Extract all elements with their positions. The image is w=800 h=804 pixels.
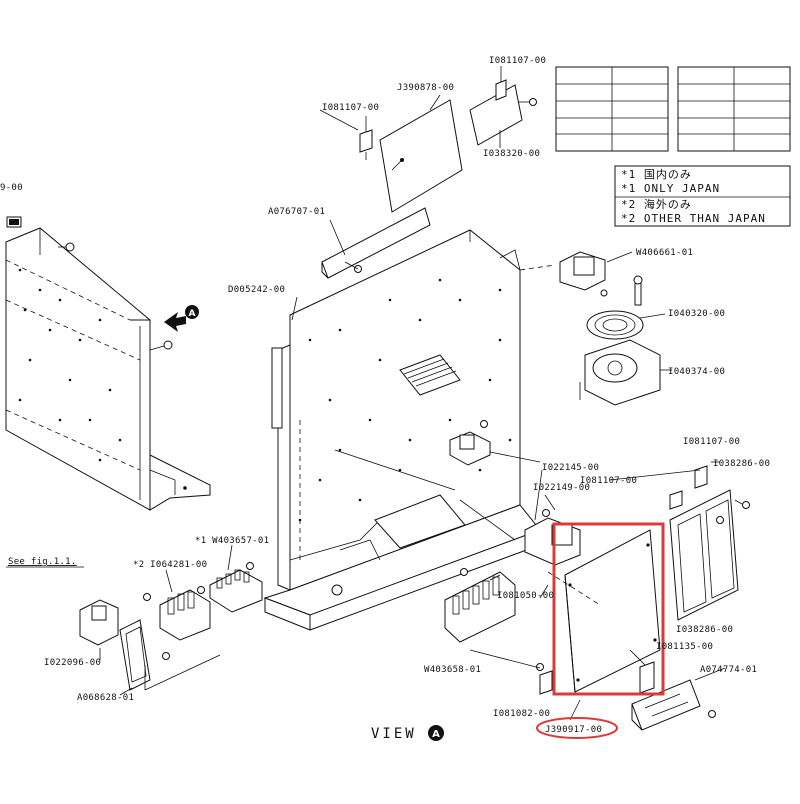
- label-w406661: W406661-01: [636, 248, 693, 258]
- fan-guard: [586, 275, 666, 340]
- fan-unit: [579, 339, 672, 406]
- label-a074774: A074774-01: [700, 665, 757, 675]
- label-j390917: J390917-00: [545, 725, 602, 735]
- label-i022145: I022145-00: [542, 463, 599, 473]
- label-partial-left: 9-00: [0, 183, 23, 193]
- label-w403658: W403658-01: [424, 665, 481, 675]
- standoff-i081082: [539, 670, 553, 695]
- label-i022149: I022149-00: [533, 483, 590, 493]
- standoff-i081135: [629, 649, 655, 694]
- label-j390878: J390878-00: [397, 83, 454, 93]
- notes-box: *1 国内のみ *1 ONLY JAPAN *2 海外のみ *2 OTHER T…: [614, 165, 791, 227]
- label-i081082: I081082-00: [493, 709, 550, 719]
- standoff-right-upper: [694, 461, 720, 489]
- terminal-block-w403658: [444, 568, 544, 671]
- module-i022096: [79, 599, 119, 646]
- label-a076707: A076707-01: [268, 207, 325, 217]
- view-caption: VIEW A: [371, 725, 444, 742]
- label-i064281: *2 I064281-00: [133, 560, 207, 570]
- label-i040374: I040374-00: [668, 367, 725, 377]
- note-2-jp: *2 海外のみ: [621, 197, 692, 211]
- highlight-oval: [536, 717, 618, 739]
- left-cabinet-part: [5, 216, 211, 511]
- label-i081107-top: I081107-00: [489, 56, 546, 66]
- cover-a074774: [631, 679, 716, 731]
- label-w403657: *1 W403657-01: [195, 536, 269, 546]
- main-panel: [263, 229, 541, 631]
- label-i022096: I022096-00: [44, 658, 101, 668]
- module-i022145: [449, 420, 541, 466]
- arrow-marker-letter: A: [189, 309, 196, 319]
- leader-lines: [99, 94, 726, 721]
- view-caption-marker: A: [432, 729, 440, 740]
- label-i038286-bottom: I038286-00: [676, 625, 733, 635]
- view-a-arrow: A: [164, 305, 199, 332]
- label-i038286-top: I038286-00: [713, 459, 770, 469]
- label-i040320: I040320-00: [668, 309, 725, 319]
- note-1-jp: *1 国内のみ: [621, 167, 692, 181]
- transformer: [519, 251, 633, 297]
- note-1-en: *1 ONLY JAPAN: [621, 182, 720, 195]
- bracket-a068628: [119, 619, 221, 691]
- label-i038320: I038320-00: [483, 149, 540, 159]
- bracket-rail: [321, 207, 431, 279]
- board-j390878: [379, 99, 463, 213]
- view-caption-text: VIEW: [371, 726, 417, 742]
- label-i081050: I081050-00: [497, 591, 554, 601]
- standoff-left: [359, 116, 373, 160]
- label-i081107-right: I081107-00: [683, 437, 740, 447]
- revision-table-left: [555, 66, 669, 152]
- terminal-block-w403657: [209, 562, 263, 613]
- label-i081107-mid: I081107-00: [580, 476, 637, 486]
- label-i081135: I081135-00: [656, 642, 713, 652]
- standoff-mid: [669, 490, 683, 510]
- board-i038320: [469, 66, 537, 146]
- board-j390917: [547, 529, 661, 693]
- note-2-en: *2 OTHER THAN JAPAN: [621, 212, 766, 225]
- highlight-rectangle: [552, 522, 665, 696]
- label-i081107-left: I081107-00: [322, 103, 379, 113]
- revision-table-right: [677, 66, 791, 152]
- label-a068628: A068628-01: [77, 693, 134, 703]
- label-d005242: D005242-00: [228, 285, 285, 295]
- terminal-block-i064281: [143, 586, 211, 641]
- board-i038286: [669, 489, 750, 621]
- label-see-fig: See fig.1.1.: [8, 557, 77, 567]
